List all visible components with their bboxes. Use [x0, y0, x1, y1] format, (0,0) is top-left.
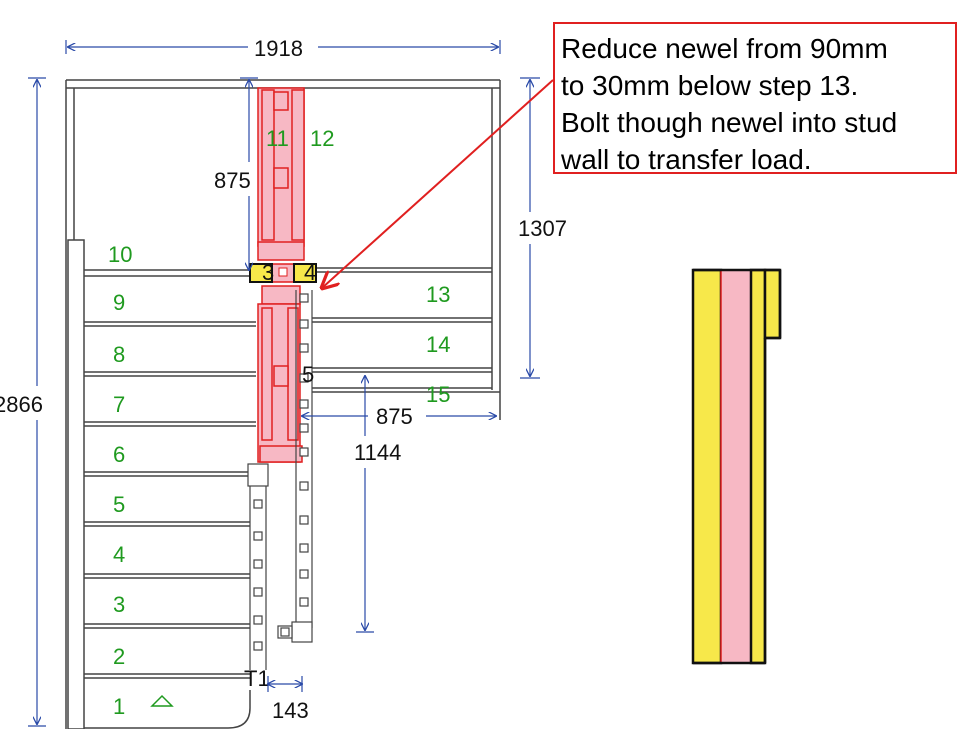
note-line: to 30mm below step 13.: [561, 70, 859, 101]
step-number-4: 4: [113, 542, 125, 567]
newel-section-detail: [691, 268, 782, 665]
dimension-landing-depth: 1144: [354, 440, 401, 465]
dimension-right-upper: 1307: [518, 216, 567, 241]
newel-marker-t1: T1: [244, 666, 270, 691]
newel-marker-5: 5: [302, 362, 314, 387]
newel-center-mark: [278, 267, 288, 277]
step-number-10: 10: [108, 242, 132, 267]
dimension-left-height: 2866: [0, 392, 43, 417]
annotation-note: Reduce newel from 90mm to 30mm below ste…: [553, 22, 957, 175]
note-line: Reduce newel from 90mm: [561, 33, 888, 64]
upper-right-treads: [312, 267, 500, 393]
up-direction-icon: [150, 694, 174, 707]
step-number-6: 6: [113, 442, 125, 467]
newel-tag-right: 4: [304, 260, 316, 285]
step-number-9: 9: [113, 290, 125, 315]
dimension-top-width: 1918: [254, 36, 303, 61]
newel-tag-left: 3: [262, 260, 274, 285]
step-number-15: 15: [426, 382, 450, 407]
dimension-landing-width: 875: [376, 404, 413, 429]
step-numbers: 1 2 3 4 5 6 7 8 9 10 11 12 13 14 15: [108, 126, 450, 719]
step-number-5: 5: [113, 492, 125, 517]
step-number-2: 2: [113, 644, 125, 669]
dimension-bottom: 143: [272, 698, 309, 723]
balusters-right: [277, 290, 313, 643]
lower-flight-treads: [84, 269, 256, 729]
dimension-lines: [28, 40, 540, 727]
step-number-3: 3: [113, 592, 125, 617]
step-number-14: 14: [426, 332, 450, 357]
note-line: wall to transfer load.: [561, 144, 812, 175]
step-number-11: 11: [266, 126, 289, 151]
step-number-8: 8: [113, 342, 125, 367]
yellow-packers: [249, 263, 317, 283]
balusters-left: [247, 463, 269, 670]
step-number-13: 13: [426, 282, 450, 307]
stair-outline: [65, 79, 501, 729]
step-number-1: 1: [113, 694, 125, 719]
dimension-upper-left: 875: [214, 168, 251, 193]
note-leader-arrow: [322, 79, 554, 288]
note-line: Bolt though newel into stud: [561, 107, 898, 138]
upper-newel-post: [257, 87, 305, 305]
lower-newel-post: [257, 303, 303, 463]
step-number-12: 12: [310, 126, 334, 151]
step-number-7: 7: [113, 392, 125, 417]
